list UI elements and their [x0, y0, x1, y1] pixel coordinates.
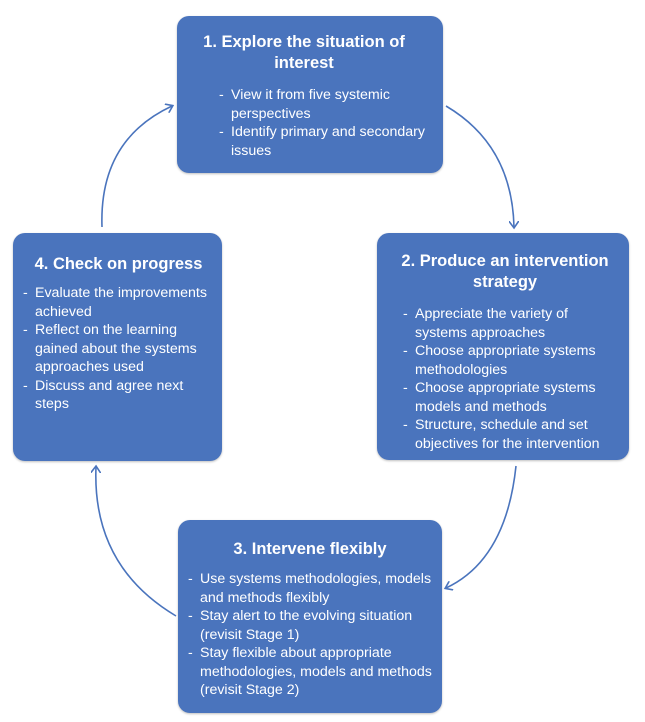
arrow-stage3-to-stage4: [96, 467, 177, 617]
stage-3-item: Use systems methodologies, models and me…: [188, 570, 432, 607]
stage-1-title: 1. Explore the situation of interest: [203, 33, 405, 72]
stage-2-title: 2. Produce an intervention strategy: [401, 252, 609, 291]
stage-2-box: 2. Produce an intervention strategy Appr…: [377, 233, 629, 460]
stage-2-item: Choose appropriate systems models and me…: [403, 379, 617, 416]
stage-3-item: Stay alert to the evolving situation (re…: [188, 607, 432, 644]
arrow-stage2-to-stage3: [446, 465, 517, 588]
stage-1-box: 1. Explore the situation of interest Vie…: [177, 16, 443, 173]
arrow-stage1-to-stage2: [445, 105, 514, 227]
stage-1-item: View it from five systemic perspectives: [219, 86, 431, 123]
stage-1-item: Identify primary and secondary issues: [219, 123, 431, 160]
stage-2-item: Appreciate the variety of systems approa…: [403, 305, 617, 342]
stage-2-item: Choose appropriate systems methodologies: [403, 342, 617, 379]
stage-4-item: Evaluate the improvements achieved: [23, 284, 214, 321]
stage-4-item: Reflect on the learning gained about the…: [23, 321, 214, 377]
stage-4-title: 4. Check on progress: [34, 255, 203, 273]
arrow-stage4-to-stage1: [101, 106, 172, 228]
stage-2-item: Structure, schedule and set objectives f…: [403, 416, 617, 453]
stage-4-item: Discuss and agree next steps: [23, 377, 214, 414]
stage-2-list: Appreciate the variety of systems approa…: [403, 305, 617, 453]
stage-1-list: View it from five systemic perspectives …: [219, 86, 431, 160]
stage-3-title: 3. Intervene flexibly: [233, 540, 387, 558]
stage-4-box: 4. Check on progress Evaluate the improv…: [13, 233, 222, 461]
stage-3-box: 3. Intervene flexibly Use systems method…: [178, 520, 442, 713]
stage-3-item: Stay flexible about appropriate methodol…: [188, 644, 432, 700]
stage-4-list: Evaluate the improvements achieved Refle…: [23, 284, 214, 414]
stage-3-list: Use systems methodologies, models and me…: [188, 570, 432, 700]
